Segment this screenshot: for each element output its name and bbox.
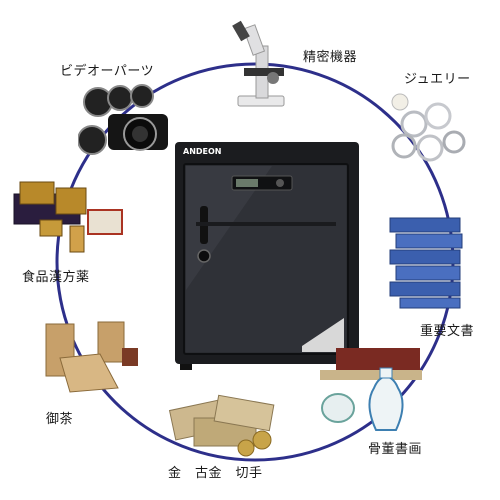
label-gold-coins-stamps: 金 古金 切手 bbox=[168, 466, 263, 481]
binders-icon bbox=[389, 217, 463, 309]
label-antique-art: 骨董書画 bbox=[368, 442, 423, 457]
brand-label: ANDEON bbox=[183, 147, 222, 156]
microscope-icon bbox=[232, 20, 285, 107]
coins-icon bbox=[168, 394, 275, 457]
camera-icon bbox=[78, 84, 168, 155]
dry-cabinet bbox=[175, 142, 359, 370]
label-jewelry: ジュエリー bbox=[404, 72, 471, 87]
label-food-medicine: 食品漢方薬 bbox=[22, 270, 90, 285]
tea-icon bbox=[45, 321, 138, 393]
label-tea: 御茶 bbox=[46, 412, 74, 427]
label-video-parts: ビデオーパーツ bbox=[60, 64, 155, 79]
label-precision-equipment: 精密機器 bbox=[303, 50, 358, 65]
label-important-documents: 重要文書 bbox=[420, 324, 475, 339]
jewelry-icon bbox=[391, 93, 466, 162]
antique-icon bbox=[320, 348, 422, 431]
food-medicine-icon bbox=[13, 181, 123, 253]
